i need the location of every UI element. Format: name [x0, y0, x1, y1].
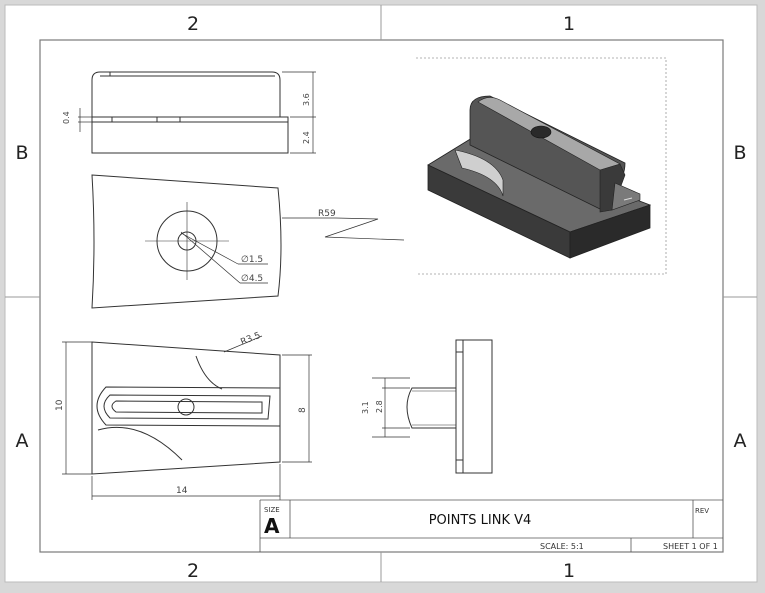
zone-label-left-b: B — [15, 142, 28, 164]
dim-r59: R59 — [318, 209, 336, 219]
zone-label-top-1: 1 — [563, 13, 575, 35]
zone-label-left-a: A — [16, 430, 29, 452]
isometric-view — [416, 57, 667, 275]
zone-ticks — [5, 5, 757, 582]
rev-label: REV — [695, 507, 709, 515]
front-view — [78, 71, 316, 154]
zone-label-top-2: 2 — [187, 13, 199, 35]
zone-label-bottom-2: 2 — [187, 560, 199, 582]
dim-0-4: 0.4 — [62, 111, 71, 124]
dim-3-1: 3.1 — [361, 401, 370, 414]
dim-14: 14 — [176, 486, 188, 496]
sheet-number: SHEET 1 OF 1 — [663, 542, 718, 551]
dim-dia-1-5: ∅1.5 — [241, 255, 263, 265]
dim-2-8: 2.8 — [375, 400, 384, 413]
dim-2-4: 2.4 — [302, 131, 311, 144]
top-view — [91, 174, 405, 309]
paper — [4, 4, 758, 583]
dim-10: 10 — [55, 399, 65, 411]
scale-text: SCALE: 5:1 — [540, 542, 584, 551]
zone-label-right-a: A — [734, 430, 747, 452]
size-value: A — [264, 514, 280, 538]
size-label: SIZE — [264, 506, 280, 514]
dim-8: 8 — [298, 407, 308, 413]
zone-label-right-b: B — [733, 142, 746, 164]
dim-3-6: 3.6 — [302, 93, 311, 106]
drawing-title: POINTS LINK V4 — [429, 513, 532, 528]
title-block — [259, 499, 723, 552]
zone-label-bottom-1: 1 — [563, 560, 575, 582]
bottom-view — [62, 335, 312, 500]
dim-dia-4-5: ∅4.5 — [241, 274, 263, 284]
side-view — [372, 339, 493, 474]
